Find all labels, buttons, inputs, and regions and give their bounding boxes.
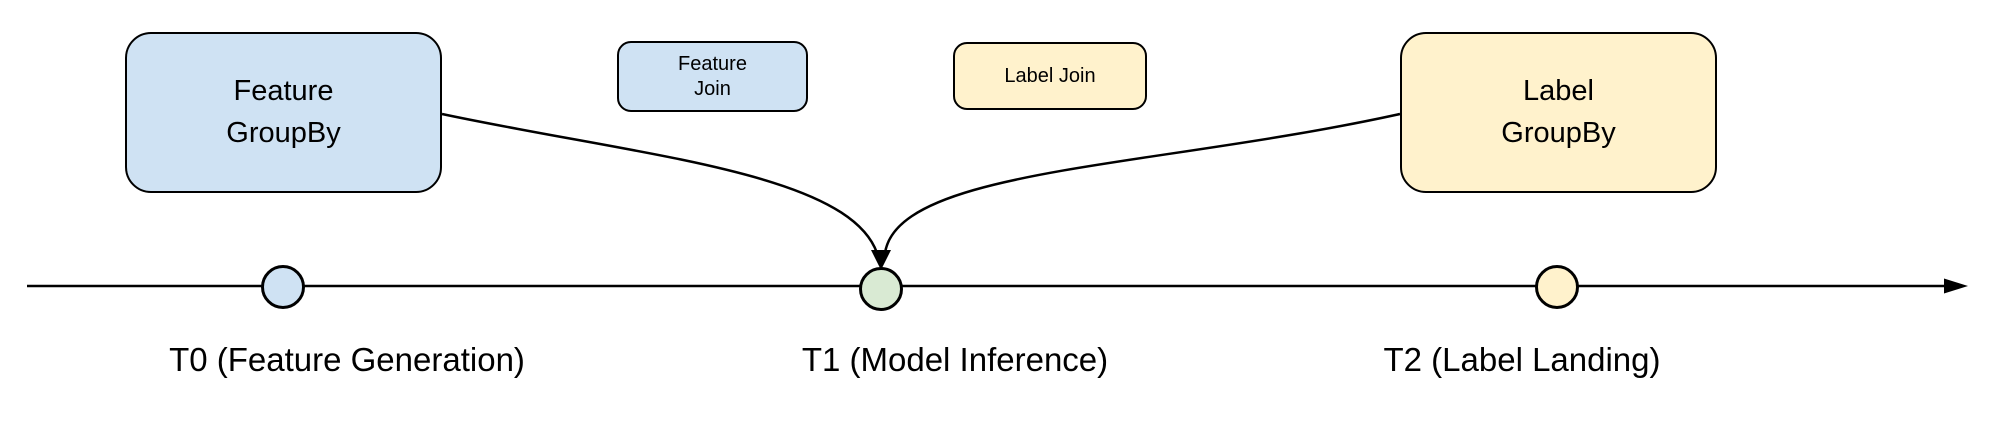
t0-axis-label: T0 (Feature Generation) — [169, 341, 525, 378]
feature-groupby-to-t1-arrow — [441, 112, 879, 254]
label-groupby-box: Label GroupBy — [1400, 32, 1717, 193]
t2-axis-label: T2 (Label Landing) — [1383, 341, 1661, 378]
feature-groupby-box: Feature GroupBy — [125, 32, 442, 193]
t1-dot — [859, 267, 903, 311]
t1-axis-label: T1 (Model Inference) — [801, 341, 1109, 378]
timeline-arrowhead-icon — [1944, 278, 1968, 294]
feature-join-box: Feature Join — [617, 41, 808, 112]
t2-dot — [1535, 265, 1579, 309]
t0-dot — [261, 265, 305, 309]
converging-arrowhead-icon — [871, 250, 891, 270]
label-groupby-to-t1-arrow — [883, 112, 1401, 254]
label-join-box: Label Join — [953, 42, 1147, 110]
